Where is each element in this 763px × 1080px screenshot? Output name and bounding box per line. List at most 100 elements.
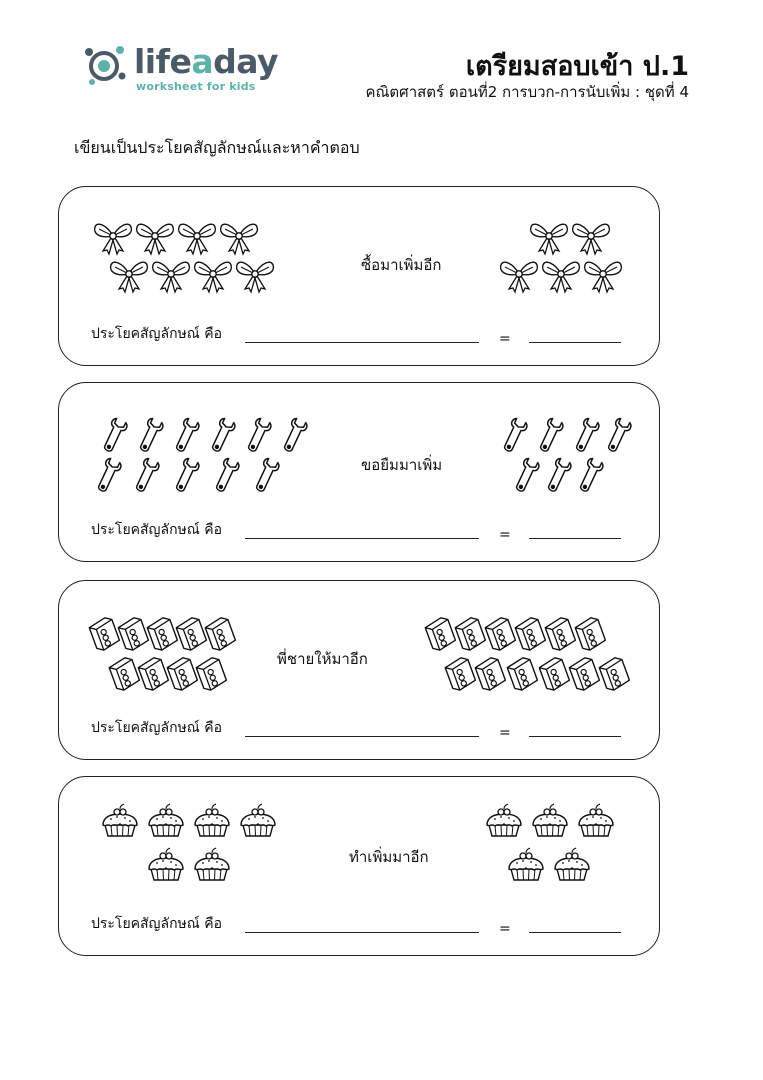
logo-wordmark: lifeaday bbox=[134, 42, 279, 81]
left-item-group bbox=[88, 615, 239, 695]
cake-icon bbox=[148, 803, 184, 837]
lifeaday-logo: lifeaday worksheet for kids bbox=[82, 38, 282, 98]
cake-icon bbox=[240, 803, 276, 837]
logo-molecule-icon bbox=[85, 46, 126, 85]
bow-icon bbox=[193, 261, 233, 294]
brick-icon bbox=[424, 617, 457, 651]
wrench-icon bbox=[175, 417, 200, 452]
wrench-icon bbox=[103, 417, 128, 452]
logo-tagline: worksheet for kids bbox=[136, 80, 256, 93]
right-item-group bbox=[485, 803, 625, 893]
sentence-label: ประโยคสัญลักษณ์ คือ bbox=[91, 522, 222, 538]
result-answer-line[interactable] bbox=[529, 932, 621, 933]
equals-sign: = bbox=[499, 921, 511, 937]
problem-action-text: ทำเพิ่มมาอีก bbox=[349, 848, 429, 866]
result-answer-line[interactable] bbox=[529, 538, 621, 539]
brick-icon bbox=[598, 657, 631, 691]
cake-icon bbox=[508, 847, 544, 881]
left-item-group bbox=[101, 803, 291, 893]
page-subtitle: คณิตศาสตร์ ตอนที่2 การบวก-การนับเพิ่ม : … bbox=[365, 83, 689, 101]
bow-icon bbox=[93, 223, 133, 256]
brick-icon bbox=[506, 657, 539, 691]
wrench-icon bbox=[503, 417, 528, 452]
problem-panel-2: ขอยืมมาเพิ่ม ประโยคสัญลักษณ์ คือ = bbox=[58, 382, 660, 562]
cake-icon bbox=[486, 803, 522, 837]
brick-icon bbox=[484, 617, 517, 651]
brick-icon bbox=[146, 617, 179, 651]
brick-icon bbox=[88, 617, 121, 651]
sentence-label: ประโยคสัญลักษณ์ คือ bbox=[91, 916, 222, 932]
wrench-icon bbox=[607, 417, 632, 452]
sentence-answer-line[interactable] bbox=[245, 342, 479, 343]
brick-icon bbox=[568, 657, 601, 691]
left-item-group bbox=[97, 417, 317, 497]
brick-icon bbox=[544, 617, 577, 651]
instruction-text: เขียนเป็นประโยคสัญลักษณ์และหาคำตอบ bbox=[74, 138, 360, 157]
sentence-label: ประโยคสัญลักษณ์ คือ bbox=[91, 326, 222, 342]
problem-action-text: ขอยืมมาเพิ่ม bbox=[361, 456, 443, 474]
brick-icon bbox=[204, 617, 237, 651]
cake-icon bbox=[194, 847, 230, 881]
bow-icon bbox=[135, 223, 175, 256]
brick-icon bbox=[108, 657, 141, 691]
brick-icon bbox=[117, 617, 150, 651]
problem-action-text: ซื้อมาเพิ่มอีก bbox=[361, 256, 442, 274]
problem-panel-4: ทำเพิ่มมาอีก ประโยคสัญลักษณ์ คือ = bbox=[58, 776, 660, 956]
cake-icon bbox=[148, 847, 184, 881]
result-answer-line[interactable] bbox=[529, 342, 621, 343]
wrench-icon bbox=[575, 417, 600, 452]
right-item-group bbox=[499, 217, 639, 297]
wrench-icon bbox=[97, 457, 122, 492]
brick-icon bbox=[137, 657, 170, 691]
wrench-icon bbox=[539, 417, 564, 452]
wrench-icon bbox=[255, 457, 280, 492]
right-item-group bbox=[424, 615, 635, 695]
bow-icon bbox=[529, 223, 569, 256]
brick-icon bbox=[444, 657, 477, 691]
equals-sign: = bbox=[499, 331, 511, 347]
brick-icon bbox=[474, 657, 507, 691]
brick-icon bbox=[574, 617, 607, 651]
problem-panel-3: พี่ชายให้มาอีก ประโยคสัญลักษณ์ คือ = bbox=[58, 580, 660, 760]
brick-icon bbox=[166, 657, 199, 691]
wrench-icon bbox=[547, 457, 572, 492]
wrench-icon bbox=[247, 417, 272, 452]
equals-sign: = bbox=[499, 725, 511, 741]
sentence-label: ประโยคสัญลักษณ์ คือ bbox=[91, 720, 222, 736]
brick-icon bbox=[195, 657, 228, 691]
wrench-icon bbox=[211, 417, 236, 452]
sentence-answer-line[interactable] bbox=[245, 932, 479, 933]
right-item-group bbox=[497, 417, 637, 497]
bow-icon bbox=[499, 261, 539, 294]
page-title: เตรียมสอบเข้า ป.1 bbox=[465, 51, 689, 82]
bow-icon bbox=[235, 261, 275, 294]
result-answer-line[interactable] bbox=[529, 736, 621, 737]
bow-icon bbox=[571, 223, 611, 256]
wrench-icon bbox=[135, 457, 160, 492]
problem-panel-1: ซื้อมาเพิ่มอีก ประโยคสัญลักษณ์ คือ = bbox=[58, 186, 660, 366]
brick-icon bbox=[514, 617, 547, 651]
bow-icon bbox=[151, 261, 191, 294]
wrench-icon bbox=[515, 457, 540, 492]
bow-icon bbox=[177, 223, 217, 256]
wrench-icon bbox=[579, 457, 604, 492]
wrench-icon bbox=[139, 417, 164, 452]
cake-icon bbox=[532, 803, 568, 837]
problem-action-text: พี่ชายให้มาอีก bbox=[277, 650, 368, 668]
wrench-icon bbox=[283, 417, 308, 452]
brick-icon bbox=[175, 617, 208, 651]
sentence-answer-line[interactable] bbox=[245, 736, 479, 737]
sentence-answer-line[interactable] bbox=[245, 538, 479, 539]
brick-icon bbox=[454, 617, 487, 651]
cake-icon bbox=[578, 803, 614, 837]
bow-icon bbox=[109, 261, 149, 294]
wrench-icon bbox=[215, 457, 240, 492]
bow-icon bbox=[583, 261, 623, 294]
brick-icon bbox=[538, 657, 571, 691]
wrench-icon bbox=[175, 457, 200, 492]
bow-icon bbox=[541, 261, 581, 294]
left-item-group bbox=[93, 217, 283, 297]
cake-icon bbox=[554, 847, 590, 881]
cake-icon bbox=[102, 803, 138, 837]
bow-icon bbox=[219, 223, 259, 256]
